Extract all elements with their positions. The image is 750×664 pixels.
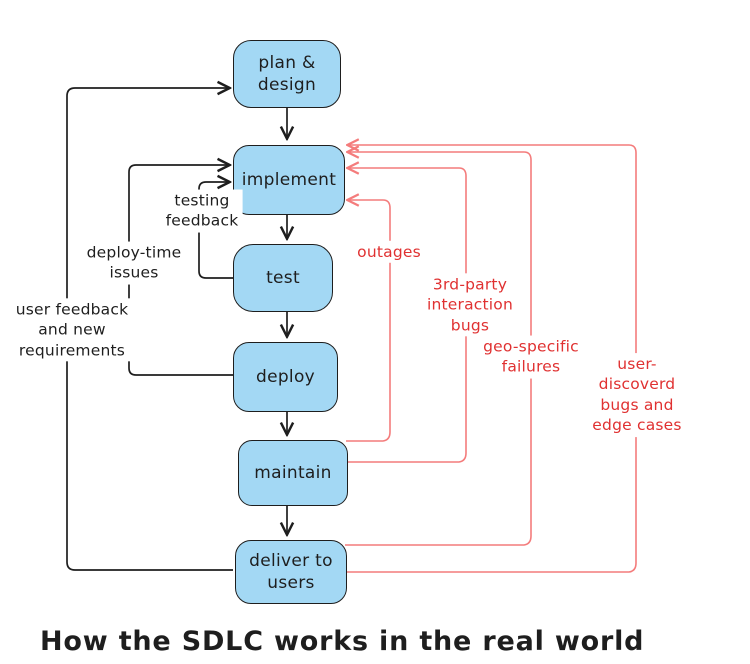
node-implement: implement xyxy=(233,145,345,215)
label-testing-feedback: testing feedback xyxy=(161,189,243,233)
label-geo-specific-failures: geo-specific failures xyxy=(479,335,583,379)
label-third-party-bugs: 3rd-party interaction bugs xyxy=(422,273,518,337)
node-deliver-to-users: deliver to users xyxy=(235,540,347,604)
label-outages: outages xyxy=(353,240,425,264)
node-deploy: deploy xyxy=(233,342,338,412)
diagram-title: How the SDLC works in the real world xyxy=(40,626,645,657)
arrow-outages xyxy=(346,200,391,442)
node-test: test xyxy=(233,244,333,312)
node-maintain: maintain xyxy=(238,440,348,506)
label-user-discovered-bugs: user-discoverd bugs and edge cases xyxy=(580,353,694,437)
label-user-feedback: user feedback and new requirements xyxy=(11,298,133,362)
label-deploy-time-issues: deploy-time issues xyxy=(82,241,186,285)
node-plan-design: plan & design xyxy=(233,40,341,108)
